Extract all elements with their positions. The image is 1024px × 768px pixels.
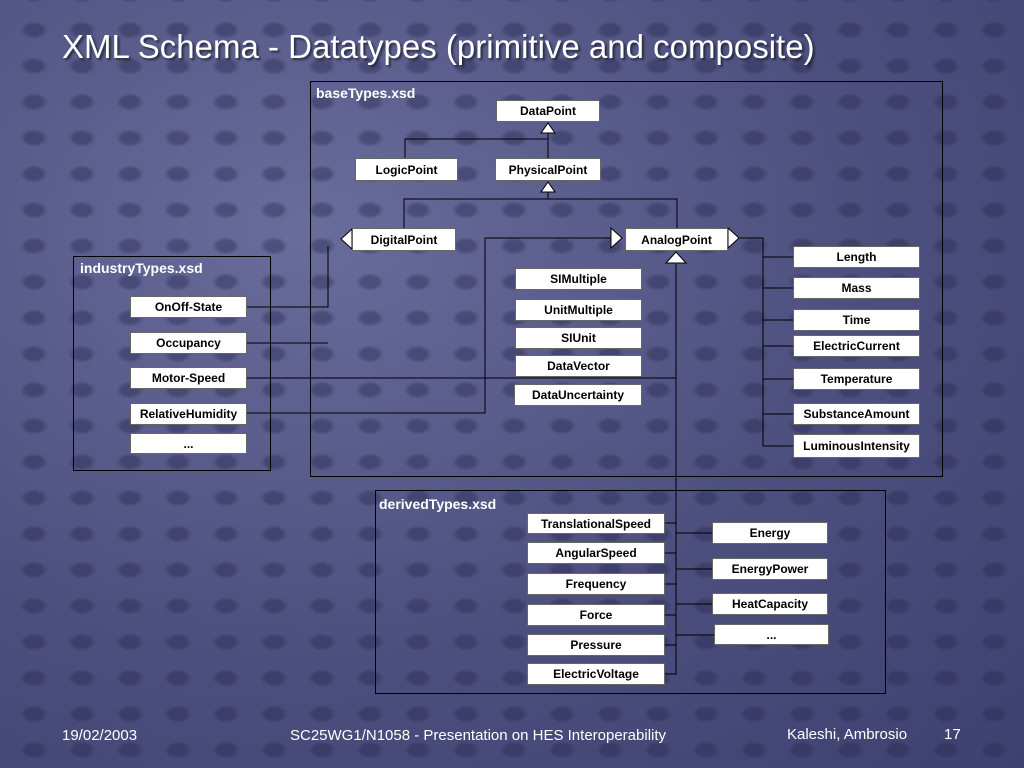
package-derivedtypes-label: derivedTypes.xsd xyxy=(379,496,497,512)
package-derivedtypes xyxy=(375,490,886,694)
class-physicalpoint: PhysicalPoint xyxy=(495,158,601,181)
class-relativehumidity: RelativeHumidity xyxy=(130,403,247,425)
class-substanceamount: SubstanceAmount xyxy=(793,403,920,425)
class-derived-more: ... xyxy=(714,624,829,645)
class-mass: Mass xyxy=(793,277,920,299)
class-datapoint: DataPoint xyxy=(496,100,600,122)
class-unitmultiple: UnitMultiple xyxy=(515,299,642,321)
class-industry-more: ... xyxy=(130,433,247,454)
class-energypower: EnergyPower xyxy=(712,558,828,580)
footer-date: 19/02/2003 xyxy=(62,727,138,744)
class-energy: Energy xyxy=(712,522,828,544)
package-industrytypes xyxy=(73,256,271,471)
class-length: Length xyxy=(793,246,920,268)
class-electriccurrent: ElectricCurrent xyxy=(793,335,920,357)
footer-author: Kaleshi, Ambrosio xyxy=(787,726,908,743)
footer-page-number: 17 xyxy=(944,726,961,743)
class-luminousintensity: LuminousIntensity xyxy=(793,434,920,458)
class-pressure: Pressure xyxy=(527,634,665,656)
class-occupancy: Occupancy xyxy=(130,332,247,354)
package-industrytypes-label: industryTypes.xsd xyxy=(80,260,203,276)
class-siunit: SIUnit xyxy=(515,327,642,349)
footer-presentation-title: SC25WG1/N1058 - Presentation on HES Inte… xyxy=(290,727,667,744)
class-electricvoltage: ElectricVoltage xyxy=(527,663,665,685)
class-datavector: DataVector xyxy=(515,355,642,377)
class-heatcapacity: HeatCapacity xyxy=(712,593,828,615)
class-datauncertainty: DataUncertainty xyxy=(514,384,642,406)
slide-title: XML Schema - Datatypes (primitive and co… xyxy=(62,28,815,65)
class-digitalpoint: DigitalPoint xyxy=(352,228,456,251)
class-temperature: Temperature xyxy=(793,368,920,390)
class-logicpoint: LogicPoint xyxy=(355,158,458,181)
package-basetypes-label: baseTypes.xsd xyxy=(316,85,416,101)
class-analogpoint: AnalogPoint xyxy=(625,228,728,251)
class-onoff-state: OnOff-State xyxy=(130,296,247,318)
package-basetypes xyxy=(310,81,943,477)
class-motor-speed: Motor-Speed xyxy=(130,367,247,389)
class-translationalspeed: TranslationalSpeed xyxy=(527,513,665,534)
class-simultiple: SIMultiple xyxy=(515,268,642,290)
class-time: Time xyxy=(793,309,920,331)
class-force: Force xyxy=(527,604,665,626)
class-angularspeed: AngularSpeed xyxy=(527,542,665,564)
class-frequency: Frequency xyxy=(527,573,665,595)
